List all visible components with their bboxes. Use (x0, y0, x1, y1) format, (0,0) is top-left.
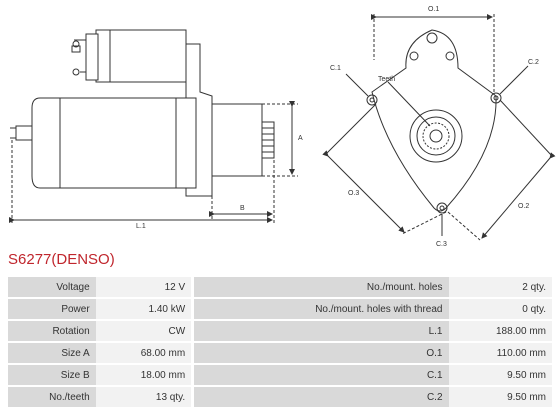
spec-value: 12 V (95, 277, 192, 297)
spec-label: Rotation (8, 321, 96, 341)
spec-value: 9.50 mm (448, 365, 552, 385)
product-title: S6277(DENSO) (8, 251, 115, 268)
spec-label: L.1 (194, 321, 449, 341)
dim-l1-label: L.1 (136, 223, 146, 230)
spec-label: No./mount. holes (194, 277, 449, 297)
column-gap (191, 387, 195, 407)
dim-b-label: B (240, 205, 245, 212)
dim-o2-label: O.2 (518, 203, 529, 210)
spec-value: 110.00 mm (448, 343, 552, 363)
spec-label: No./teeth (8, 387, 96, 407)
spec-label: No./mount. holes with thread (194, 299, 449, 319)
spec-label: Voltage (8, 277, 96, 297)
spec-label: C.1 (194, 365, 449, 385)
spec-label: O.1 (194, 343, 449, 363)
spec-label: Size A (8, 343, 96, 363)
spec-value: 188.00 mm (448, 321, 552, 341)
teeth-label: Teeth (378, 76, 395, 83)
column-gap (191, 365, 195, 385)
dim-a-label: A (298, 135, 303, 142)
spec-value: 0 qty. (448, 299, 552, 319)
column-gap (191, 343, 195, 363)
starter-technical-drawing: A B L.1 O.1 (9, 6, 556, 248)
dim-o1-label: O.1 (428, 6, 439, 13)
column-gap (191, 321, 195, 341)
column-gap (191, 299, 195, 319)
dim-o3-label: O.3 (348, 190, 359, 197)
dim-c1-label: C.1 (330, 65, 341, 72)
spec-value: 2 qty. (448, 277, 552, 297)
spec-value: 68.00 mm (95, 343, 192, 363)
spec-value: 9.50 mm (448, 387, 552, 407)
spec-label: Power (8, 299, 96, 319)
column-gap (191, 277, 195, 297)
spec-value: CW (95, 321, 192, 341)
spec-value: 18.00 mm (95, 365, 192, 385)
front-view (322, 14, 556, 241)
dim-c3-label: C.3 (436, 241, 447, 248)
spec-value: 1.40 kW (95, 299, 192, 319)
dim-c2-label: C.2 (528, 59, 539, 66)
side-view (9, 29, 298, 224)
spec-label: Size B (8, 365, 96, 385)
spec-label: C.2 (194, 387, 449, 407)
spec-value: 13 qty. (95, 387, 192, 407)
